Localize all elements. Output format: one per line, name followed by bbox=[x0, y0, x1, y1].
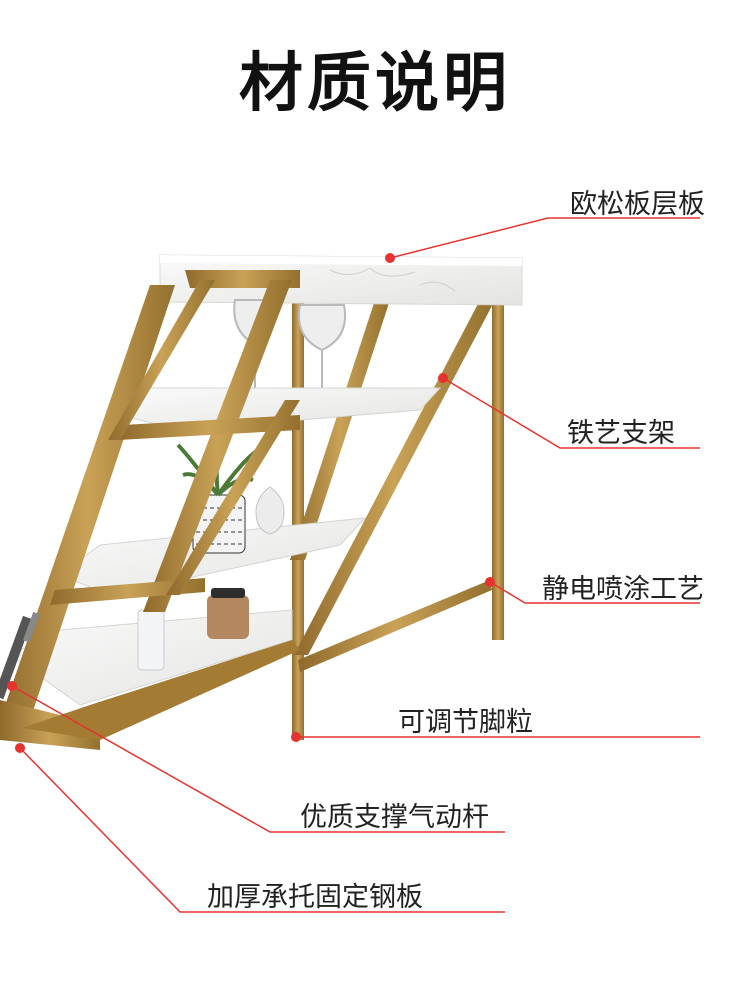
label-board: 欧松板层板 bbox=[570, 189, 705, 220]
vase bbox=[255, 486, 285, 535]
glass-cup bbox=[137, 609, 165, 671]
gas-strut bbox=[0, 611, 40, 700]
candle-jar bbox=[207, 588, 249, 639]
label-coating: 静电喷涂工艺 bbox=[542, 574, 704, 605]
leader-lines bbox=[11, 217, 700, 913]
label-feet: 可调节脚粒 bbox=[398, 707, 533, 738]
page-title: 材质说明 bbox=[239, 47, 511, 121]
anchor-dots bbox=[7, 253, 495, 753]
label-strut: 优质支撑气动杆 bbox=[300, 802, 489, 833]
rear-brace-1 bbox=[290, 300, 390, 560]
label-frame: 铁艺支架 bbox=[567, 418, 675, 449]
label-plate: 加厚承托固定钢板 bbox=[207, 882, 423, 913]
front-frame bbox=[0, 270, 300, 735]
rear-leg-right bbox=[492, 300, 504, 640]
rear-brace-2 bbox=[294, 300, 495, 655]
bottom-rail bbox=[298, 580, 492, 672]
